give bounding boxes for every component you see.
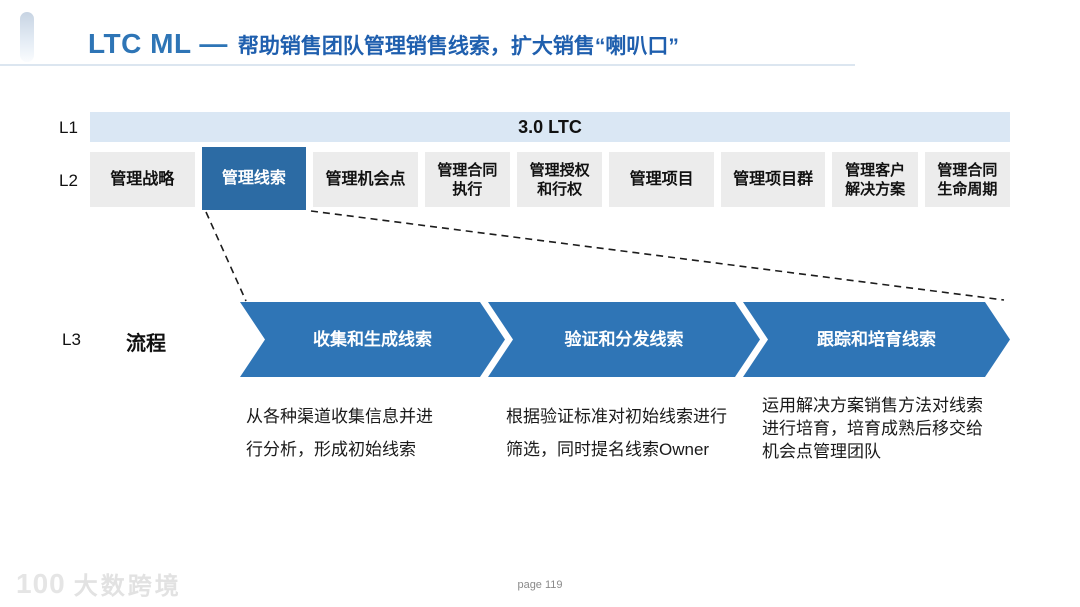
- title-divider: [0, 64, 855, 66]
- l1-label: L1: [59, 118, 78, 137]
- l1-bar: 3.0 LTC: [90, 112, 1010, 142]
- dashed-connector-left: [205, 211, 247, 302]
- page-title: LTC ML — 帮助销售团队管理销售线索，扩大销售“喇叭口”: [88, 28, 679, 60]
- l3-process-label: 流程: [126, 333, 166, 355]
- page-number: page 119: [517, 579, 563, 591]
- l2-label: L2: [59, 171, 78, 190]
- process-step-2-title: 验证和分发线索: [564, 330, 684, 349]
- l1-bar-text: 3.0 LTC: [518, 116, 582, 137]
- l2-box-manage-contract-lifecycle: 管理合同 生命周期: [924, 152, 1011, 207]
- title-prefix: LTC ML —: [88, 28, 228, 59]
- title-main: 帮助销售团队管理销售线索，扩大销售“喇叭口”: [237, 35, 679, 58]
- l2-box-manage-programs: 管理项目群: [720, 152, 826, 207]
- dashed-connector-right: [310, 210, 1005, 301]
- process-step-2-description: 根据验证标准对初始线索进行 筛选，同时提名线索Owner: [506, 407, 727, 459]
- process-step-1-title: 收集和生成线索: [313, 330, 432, 349]
- l2-row: 管理战略 管理线索 管理机会点 管理合同 执行 管理授权 和行权 管理项目 管理…: [90, 147, 1011, 210]
- l2-box-manage-projects: 管理项目: [609, 152, 714, 207]
- brand-logo-icon: 100: [16, 567, 66, 599]
- process-step-3-description: 运用解决方案销售方法对线索 进行培育，培育成熟后移交给 机会点管理团队: [762, 396, 983, 461]
- l2-box-manage-authorization: 管理授权 和行权: [517, 152, 603, 207]
- l3-label: L3: [62, 330, 81, 349]
- process-step-3-title: 跟踪和培育线索: [817, 330, 936, 349]
- l2-box-manage-strategy: 管理战略: [90, 152, 195, 207]
- l2-box-manage-contract-execution: 管理合同 执行: [424, 152, 511, 207]
- brand-name: 大数跨境: [73, 573, 182, 600]
- l2-box-manage-leads-active: 管理线索: [201, 147, 307, 210]
- decorative-pill: [20, 12, 34, 62]
- brand-watermark: 100 大数跨境: [16, 566, 182, 601]
- l2-box-manage-customer-solutions: 管理客户 解决方案: [832, 152, 918, 207]
- process-step-1-description: 从各种渠道收集信息并进 行分析，形成初始线索: [246, 407, 433, 459]
- l2-box-manage-opportunities: 管理机会点: [313, 152, 418, 207]
